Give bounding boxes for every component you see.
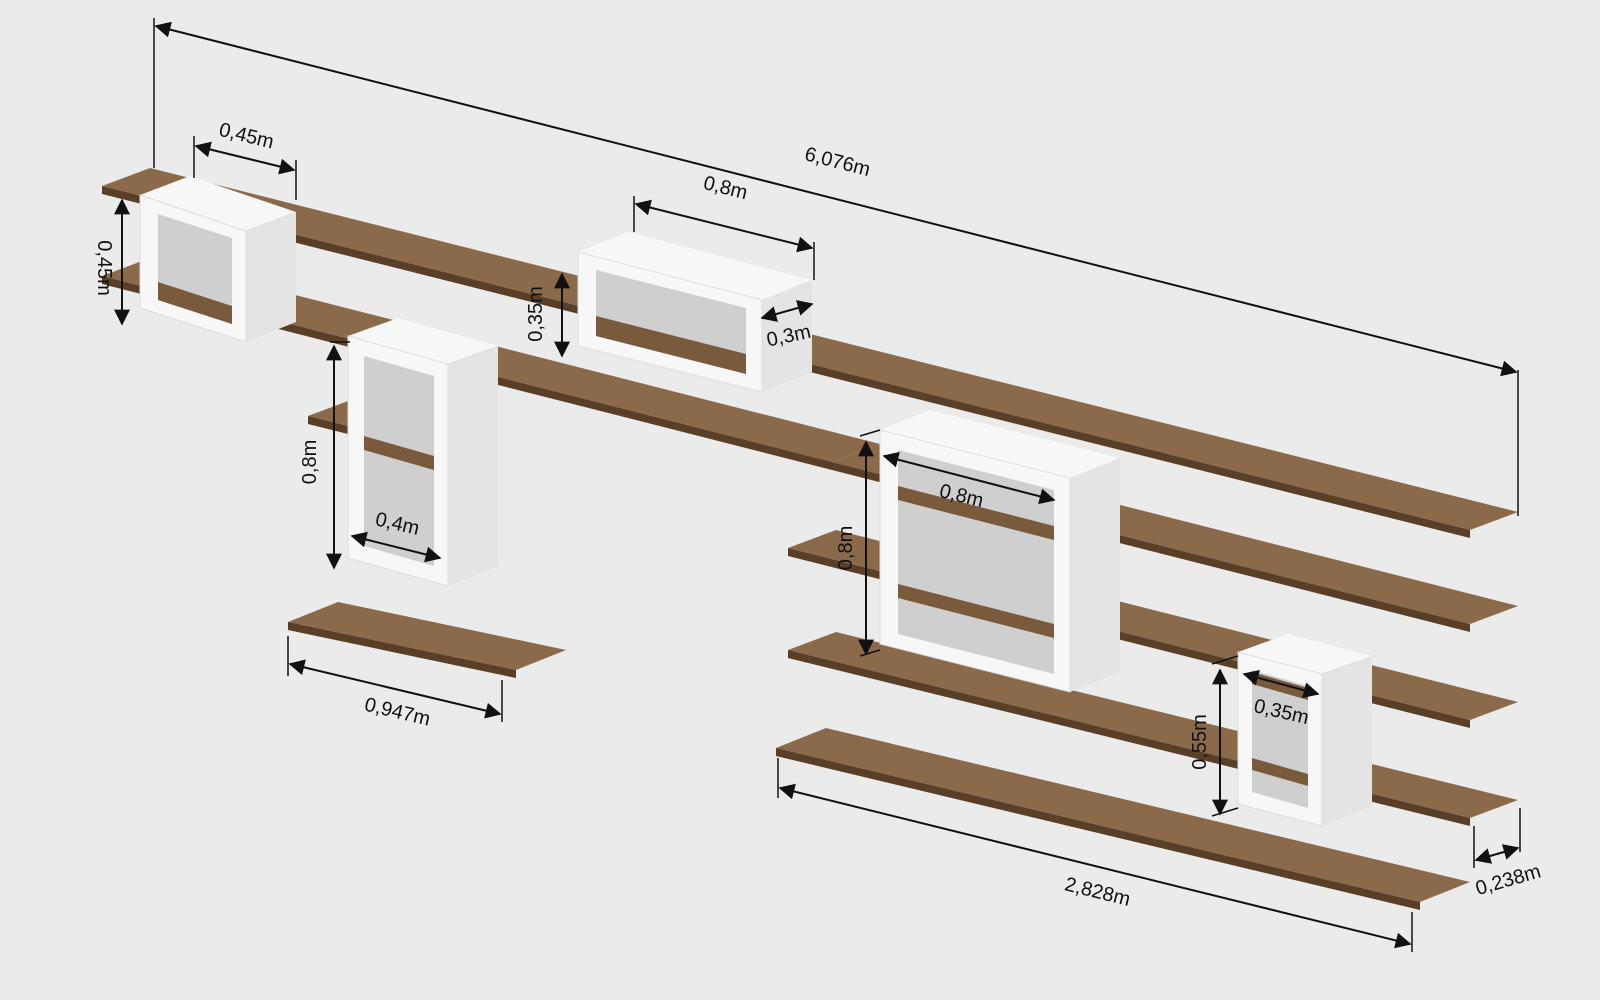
cube-d [879, 410, 1120, 693]
dimension-cube-b-height: 0,35m [525, 272, 570, 358]
dimension-cube-c-height: 0,8m [299, 341, 350, 570]
cube-d-height-label: 0,8m [835, 526, 857, 570]
cube-b-height-label: 0,35m [525, 286, 547, 342]
dimension-cube-d-height: 0,8m [835, 429, 881, 657]
dimension-cube-a-height: 0,45m [93, 198, 130, 326]
cube-c-height-label: 0,8m [299, 440, 321, 484]
cube-c [347, 318, 498, 587]
cube-a-height-label: 0,45m [93, 240, 115, 296]
cube-e-height-label: 0,55m [1189, 714, 1211, 770]
cube-e [1237, 634, 1372, 827]
